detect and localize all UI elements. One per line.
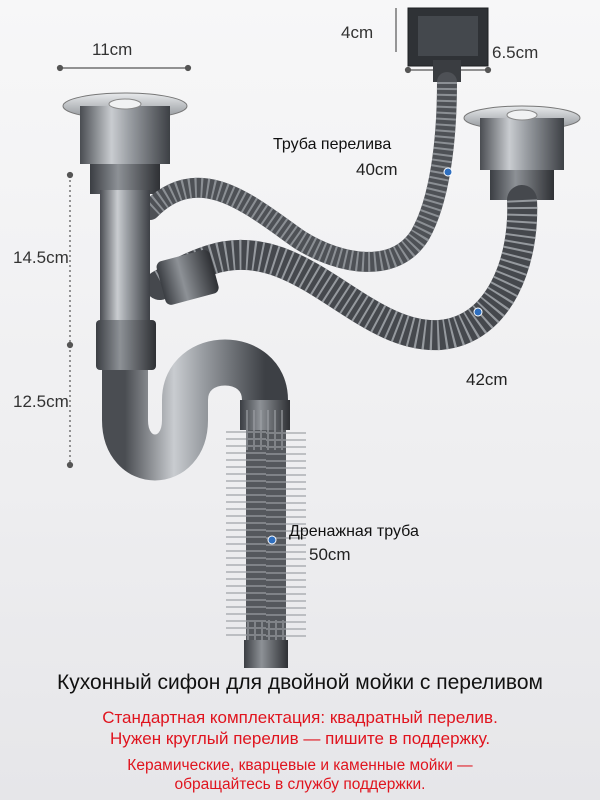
drain-pipe-label: Дренажная труба <box>289 523 419 540</box>
dim-overflow-width: 6.5cm <box>492 43 539 62</box>
dim-lower-height: 12.5cm <box>13 392 69 411</box>
overflow-hose <box>140 72 457 272</box>
dim-right-hose-length: 42cm <box>466 370 508 389</box>
notice-line-1: Стандартная комплектация: квадратный пер… <box>102 708 498 727</box>
right-strainer <box>463 105 581 200</box>
square-overflow <box>407 7 489 82</box>
notice-line-4: обращайтесь в службу поддержки. <box>174 776 426 793</box>
drain-pipe-length: 50cm <box>309 545 351 564</box>
dim-drain-width: 11cm <box>92 40 133 59</box>
product-title: Кухонный сифон для двойной мойки с перел… <box>57 671 543 694</box>
dim-upper-height: 14.5cm <box>13 248 69 267</box>
dim-overflow-height: 4cm <box>341 23 374 42</box>
drain-pipe <box>246 430 286 640</box>
siphon-illustration <box>56 7 581 668</box>
overflow-pipe-label: Труба перелива <box>273 136 392 153</box>
overflow-pipe-length: 40cm <box>356 160 398 179</box>
left-strainer <box>62 92 188 194</box>
p-trap <box>102 339 288 481</box>
notice-line-3: Керамические, кварцевые и каменные мойки… <box>127 757 473 774</box>
notice-line-2: Нужен круглый перелив — пишите в поддерж… <box>109 729 491 748</box>
